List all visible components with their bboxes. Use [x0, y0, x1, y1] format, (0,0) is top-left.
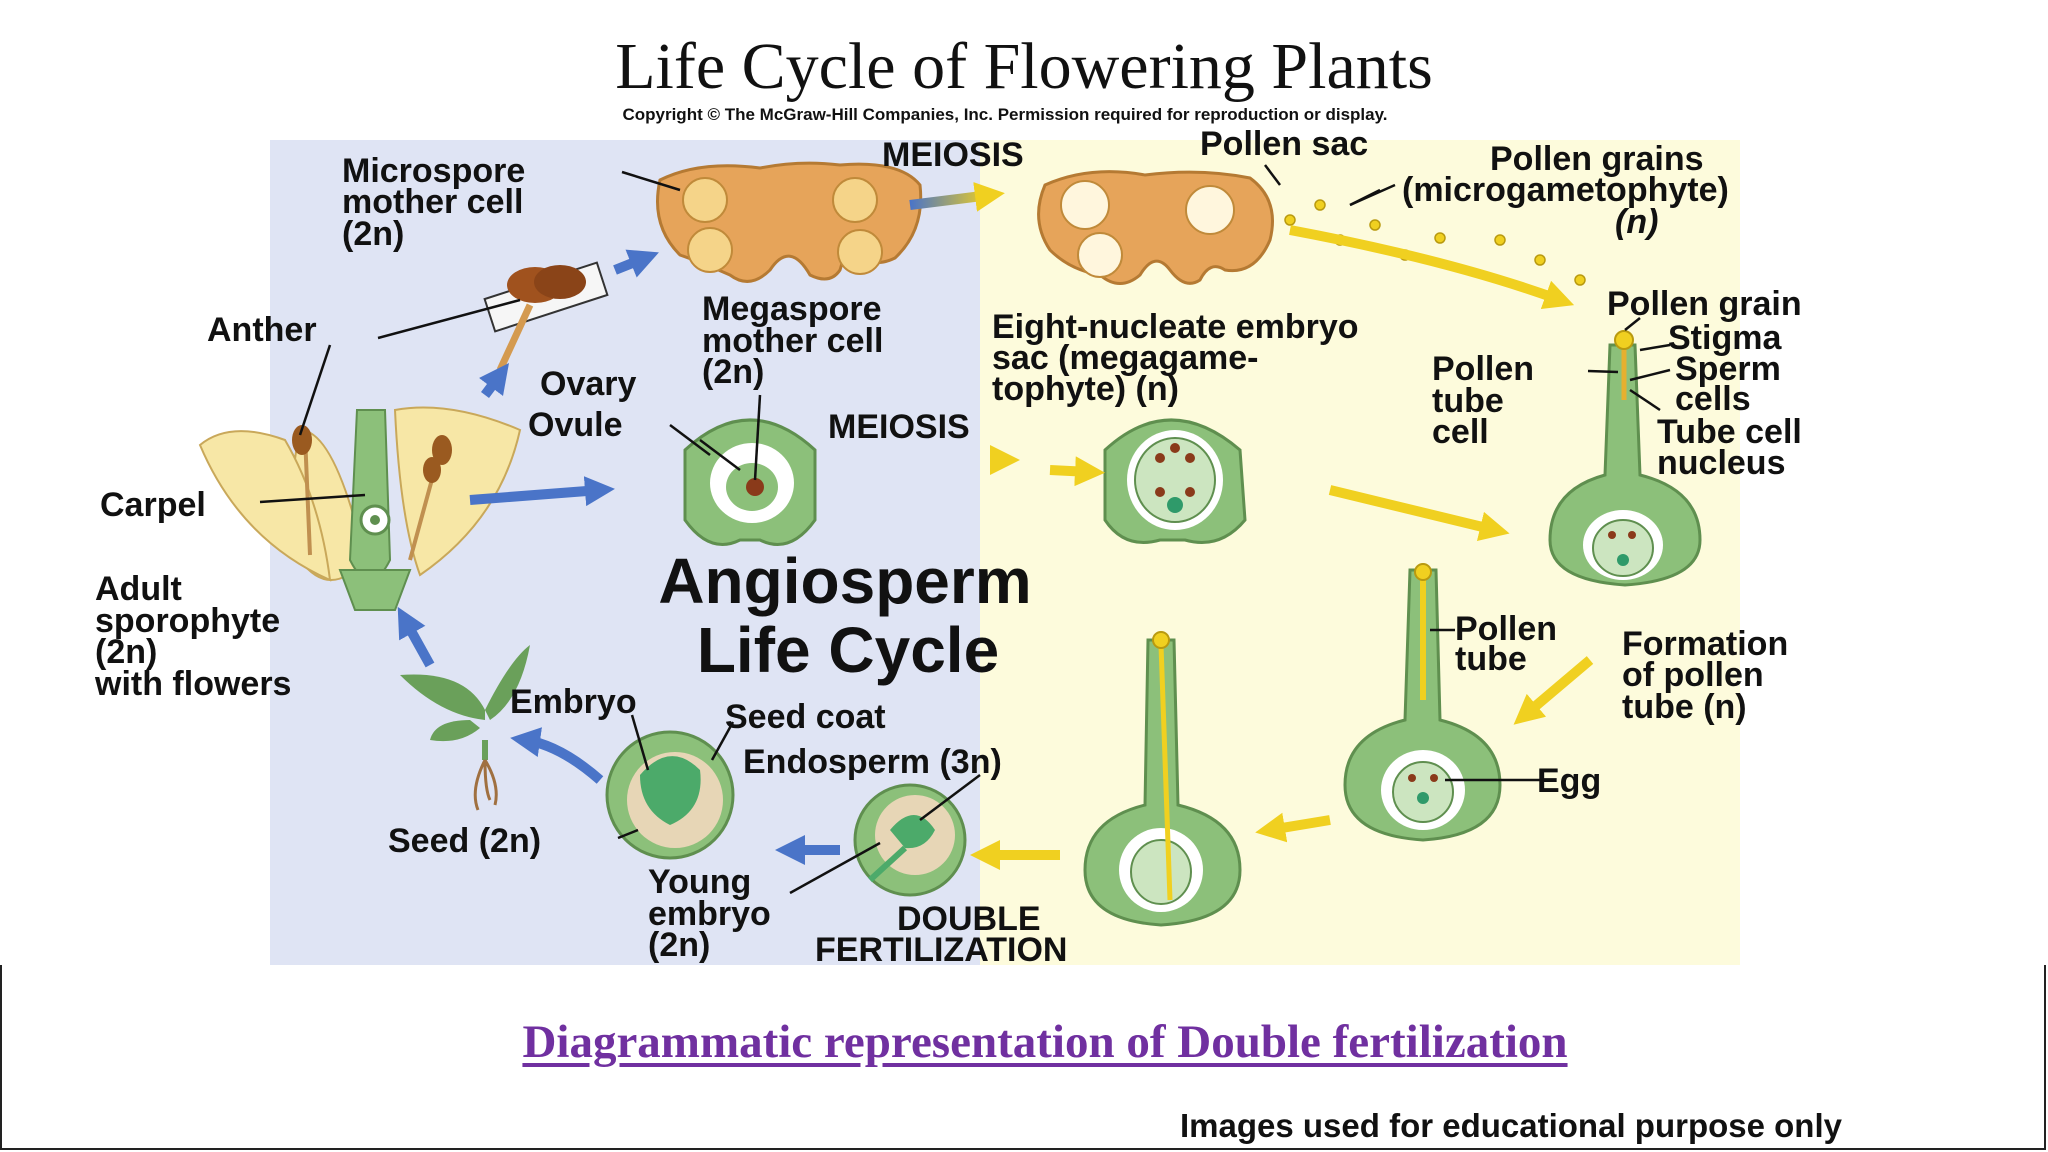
label-eight-nucleate-3: tophyte) (n) — [992, 370, 1179, 408]
diagram-title: Life Cycle of Flowering Plants — [615, 30, 1433, 103]
label-seed-coat: Seed coat — [725, 698, 886, 736]
label-microspore-3: (2n) — [342, 215, 404, 253]
label-adult-4: with flowers — [94, 665, 291, 703]
label-adult-3: (2n) — [95, 633, 157, 671]
anther-cross-section-diploid — [656, 161, 923, 283]
label-anther: Anther — [207, 311, 317, 349]
label-eight-nucleate-1: Eight-nucleate embryo — [992, 308, 1359, 346]
label-stigma: Stigma — [1668, 319, 1782, 357]
label-microspore-2: mother cell — [342, 183, 523, 221]
label-sperm-cells-1: Sperm — [1675, 350, 1781, 388]
label-megaspore-1: Megaspore — [702, 290, 882, 328]
label-pollen-grain: Pollen grain — [1607, 285, 1802, 323]
label-ovary: Ovary — [540, 365, 636, 403]
copyright-line: Copyright © The McGraw-Hill Companies, I… — [622, 105, 1387, 124]
label-double-1: DOUBLE — [897, 900, 1041, 938]
label-formation-2: of pollen — [1622, 656, 1764, 694]
label-embryo: Embryo — [510, 683, 637, 721]
anther-cross-section-haploid — [1037, 170, 1274, 285]
label-young-embryo-1: Young — [648, 863, 751, 901]
label-meiosis-mid: MEIOSIS — [828, 408, 970, 446]
pollen-tube-growing — [1343, 563, 1502, 842]
caption-frame — [0, 965, 2046, 1150]
label-pollen-grains-1: Pollen grains — [1490, 140, 1704, 178]
label-pollen-grains-3: (n) — [1615, 203, 1658, 241]
label-egg: Egg — [1537, 762, 1601, 800]
angiosperm-title: Angiosperm — [658, 545, 1031, 617]
educational-note: Images used for educational purpose only — [1180, 1107, 1842, 1144]
labels: Microspore mother cell (2n) MEIOSIS Poll… — [94, 125, 1802, 969]
ovule-with-megaspore-mother-cell — [683, 418, 817, 546]
label-young-embryo-2: embryo — [648, 895, 771, 933]
label-formation-3: tube (n) — [1622, 688, 1747, 726]
embryo-sac-eight-nucleate — [1103, 418, 1247, 544]
label-pollen-tube-2: tube — [1455, 640, 1527, 678]
label-adult-2: sporophyte — [95, 602, 280, 640]
young-embryo-seed — [853, 783, 967, 897]
label-formation-1: Formation — [1622, 625, 1788, 663]
seed-with-embryo — [605, 730, 735, 860]
label-carpel: Carpel — [100, 486, 206, 524]
label-young-embryo-3: (2n) — [648, 926, 710, 964]
label-sperm-cells-2: cells — [1675, 380, 1751, 418]
label-pollen-sac: Pollen sac — [1200, 125, 1368, 163]
label-pollen-tube-1: Pollen — [1455, 610, 1557, 648]
label-endosperm: Endosperm (3n) — [743, 743, 1002, 781]
label-pollen-tube-cell-1: Pollen — [1432, 350, 1534, 388]
anther-closeup — [483, 261, 609, 372]
label-tube-cell-nucleus-2: nucleus — [1657, 444, 1785, 482]
label-leader-lines — [259, 164, 1671, 895]
label-megaspore-3: (2n) — [702, 353, 764, 391]
label-pollen-tube-cell-2: tube — [1432, 382, 1504, 420]
label-tube-cell-nucleus-1: Tube cell — [1657, 413, 1802, 451]
label-meiosis-top: MEIOSIS — [882, 136, 1024, 174]
label-megaspore-2: mother cell — [702, 322, 883, 360]
flower-illustration — [198, 406, 522, 611]
label-ovule: Ovule — [528, 406, 622, 444]
slide-caption: Diagrammatic representation of Double fe… — [522, 1016, 1568, 1068]
label-adult-1: Adult — [95, 570, 182, 608]
life-cycle-title: Life Cycle — [697, 614, 999, 686]
cycle-arrows — [397, 181, 1594, 870]
label-pollen-tube-cell-3: cell — [1432, 413, 1489, 451]
label-seed: Seed (2n) — [388, 822, 541, 860]
label-double-2: FERTILIZATION — [815, 931, 1067, 969]
label-eight-nucleate-2: sac (megagame- — [992, 339, 1258, 377]
pollen-tube-on-ovule — [1548, 330, 1702, 587]
label-pollen-grains-2: (microgametophyte) — [1402, 171, 1729, 209]
label-microspore-1: Microspore — [342, 152, 525, 190]
seedling — [400, 645, 530, 811]
double-fertilization-ovule — [1083, 631, 1242, 927]
